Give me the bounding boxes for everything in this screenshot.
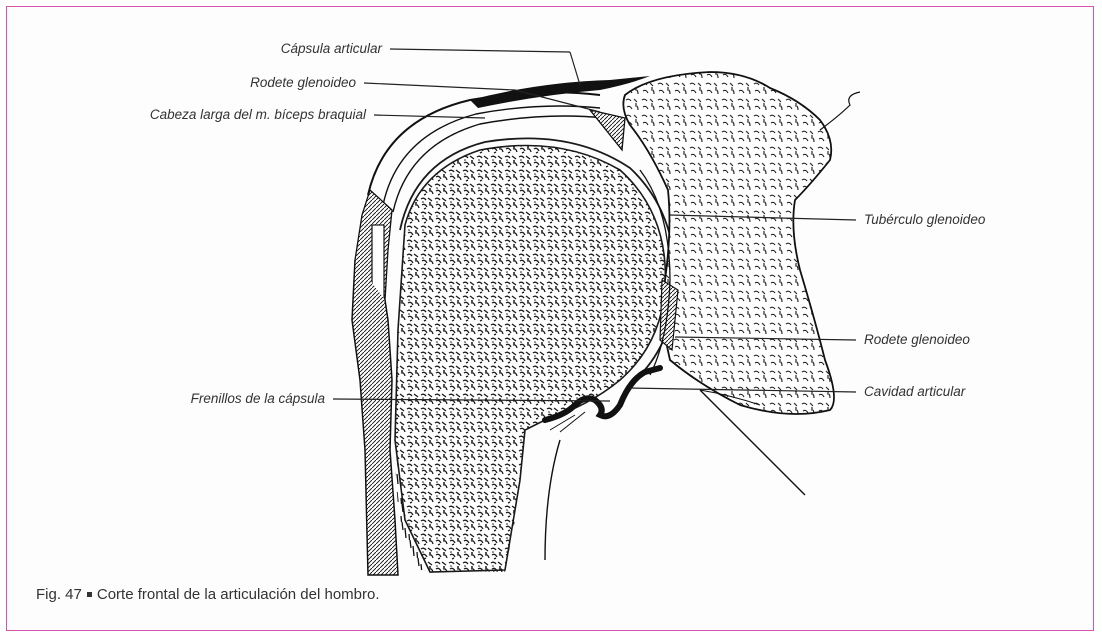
figure-number: Fig. 47 (36, 586, 82, 603)
figure-caption-text: Corte frontal de la articulación del hom… (97, 586, 380, 603)
bullet-icon (87, 592, 92, 597)
glenoid-labrum-top (590, 110, 625, 150)
humerus-head (395, 146, 665, 573)
label-cabeza-larga-biceps: Cabeza larga del m. bíceps braquial (150, 107, 367, 122)
figure-caption: Fig. 47 Corte frontal de la articulación … (36, 586, 380, 603)
label-tuberculo-glenoideo: Tubérculo glenoideo (864, 212, 986, 227)
label-frenillos-capsula: Frenillos de la cápsula (191, 391, 326, 406)
label-capsula-articular: Cápsula articular (281, 41, 383, 56)
label-rodete-glenoideo-right: Rodete glenoideo (864, 332, 970, 347)
label-rodete-glenoideo-top: Rodete glenoideo (250, 75, 356, 90)
label-cavidad-articular: Cavidad articular (864, 384, 966, 399)
periosteum-left (352, 260, 398, 575)
